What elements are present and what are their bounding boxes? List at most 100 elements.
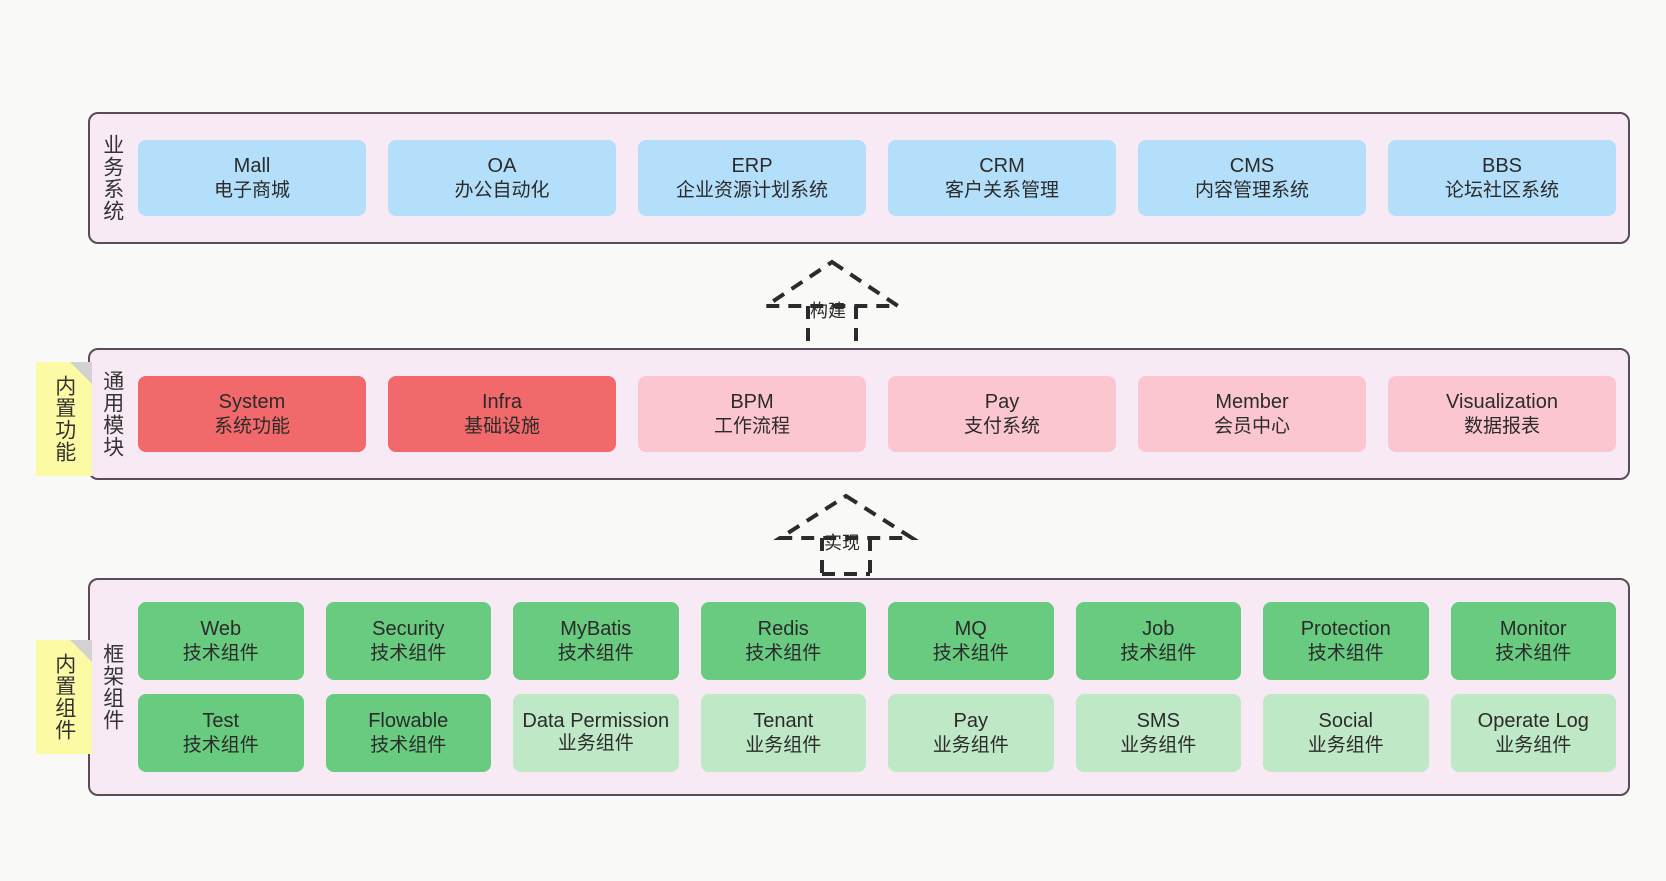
node-subtitle: 论坛社区系统 <box>1444 179 1559 201</box>
node-subtitle: 业务组件 <box>1495 734 1572 756</box>
node-title: Infra <box>481 391 523 414</box>
node-title: Web <box>200 618 242 641</box>
node-title: MQ <box>954 618 987 641</box>
row-common-module-0: System 系统功能 Infra 基础设施 BPM 工作流程 Pay 支付系统… <box>138 376 1616 452</box>
node-title: Test <box>202 710 240 733</box>
node-subtitle: 技术组件 <box>745 642 822 664</box>
node-job[interactable]: Job 技术组件 <box>1075 602 1241 680</box>
layer-title-common-module: 通用模块 <box>100 370 124 458</box>
note-builtin-component[interactable]: 内置组件 <box>36 640 92 754</box>
connector-implement-label: 实现 <box>824 533 860 553</box>
node-tenant[interactable]: Tenant 业务组件 <box>700 694 866 772</box>
node-social[interactable]: Social 业务组件 <box>1263 694 1429 772</box>
node-title: Monitor <box>1499 618 1567 641</box>
note-label: 内置组件 <box>52 653 76 741</box>
node-test[interactable]: Test 技术组件 <box>138 694 304 772</box>
node-subtitle: 支付系统 <box>963 415 1040 437</box>
layer-title-business-system: 业务系统 <box>100 134 124 222</box>
node-mall[interactable]: Mall 电子商城 <box>138 140 366 216</box>
node-subtitle: 内容管理系统 <box>1194 179 1309 201</box>
node-subtitle: 业务组件 <box>932 734 1009 756</box>
node-subtitle: 业务组件 <box>1307 734 1384 756</box>
node-infra[interactable]: Infra 基础设施 <box>388 376 616 452</box>
node-subtitle: 技术组件 <box>932 642 1009 664</box>
node-subtitle: 系统功能 <box>213 415 290 437</box>
node-title: BBS <box>1481 155 1523 178</box>
node-title: System <box>218 391 286 414</box>
node-subtitle: 客户关系管理 <box>944 179 1059 201</box>
node-subtitle: 企业资源计划系统 <box>675 179 828 201</box>
node-title: Member <box>1215 391 1289 414</box>
node-subtitle: 办公自动化 <box>454 179 550 201</box>
note-builtin-function[interactable]: 内置功能 <box>36 362 92 476</box>
layer-body-business-system: Mall 电子商城 OA 办公自动化 ERP 企业资源计划系统 CRM 客户关系… <box>134 114 1628 242</box>
node-title: Pay <box>984 391 1020 414</box>
node-pay-module[interactable]: Pay 支付系统 <box>888 376 1116 452</box>
node-flowable[interactable]: Flowable 技术组件 <box>325 694 491 772</box>
node-title: Visualization <box>1446 391 1558 414</box>
arrow-stem <box>820 538 872 576</box>
layer-title-framework-component: 框架组件 <box>100 643 124 731</box>
node-title: Tenant <box>753 710 814 733</box>
node-monitor[interactable]: Monitor 技术组件 <box>1450 602 1616 680</box>
node-bpm[interactable]: BPM 工作流程 <box>638 376 866 452</box>
layer-body-common-module: System 系统功能 Infra 基础设施 BPM 工作流程 Pay 支付系统… <box>134 350 1628 478</box>
page-fold-icon <box>70 640 92 662</box>
connector-build: 构建 <box>752 258 912 352</box>
node-security[interactable]: Security 技术组件 <box>325 602 491 680</box>
row-framework-business: Test 技术组件 Flowable 技术组件 Data Permission … <box>138 694 1616 772</box>
node-subtitle: 技术组件 <box>1307 642 1384 664</box>
node-title: CMS <box>1229 155 1275 178</box>
node-sms[interactable]: SMS 业务组件 <box>1075 694 1241 772</box>
node-data-permission[interactable]: Data Permission 业务组件 <box>513 694 679 772</box>
note-label: 内置功能 <box>52 375 76 463</box>
node-subtitle: 技术组件 <box>1120 642 1197 664</box>
layer-body-framework-component: Web 技术组件 Security 技术组件 MyBatis 技术组件 Redi… <box>134 580 1628 794</box>
node-operate-log[interactable]: Operate Log 业务组件 <box>1450 694 1616 772</box>
node-title: OA <box>487 155 517 178</box>
node-bbs[interactable]: BBS 论坛社区系统 <box>1388 140 1616 216</box>
connector-implement: 实现 <box>766 492 926 576</box>
node-subtitle: 技术组件 <box>182 734 259 756</box>
node-subtitle: 基础设施 <box>463 415 540 437</box>
node-title: MyBatis <box>560 618 632 641</box>
arrowhead-triangle-icon <box>759 259 905 308</box>
node-member[interactable]: Member 会员中心 <box>1138 376 1366 452</box>
node-subtitle: 业务组件 <box>557 733 634 755</box>
node-cms[interactable]: CMS 内容管理系统 <box>1138 140 1366 216</box>
node-subtitle: 电子商城 <box>213 179 290 201</box>
node-subtitle: 工作流程 <box>713 415 790 437</box>
node-title: SMS <box>1136 710 1180 733</box>
node-title: Social <box>1318 710 1373 733</box>
node-title: CRM <box>979 155 1025 178</box>
node-title: Flowable <box>368 710 449 733</box>
node-subtitle: 技术组件 <box>370 642 447 664</box>
node-subtitle: 数据报表 <box>1463 415 1540 437</box>
node-oa[interactable]: OA 办公自动化 <box>388 140 616 216</box>
node-subtitle: 技术组件 <box>1495 642 1572 664</box>
layer-framework-component: 框架组件 Web 技术组件 Security 技术组件 MyBatis 技术组件… <box>88 578 1630 796</box>
node-mybatis[interactable]: MyBatis 技术组件 <box>513 602 679 680</box>
node-crm[interactable]: CRM 客户关系管理 <box>888 140 1116 216</box>
node-title: Operate Log <box>1477 710 1589 733</box>
node-web[interactable]: Web 技术组件 <box>138 602 304 680</box>
node-subtitle: 业务组件 <box>1120 734 1197 756</box>
node-protection[interactable]: Protection 技术组件 <box>1263 602 1429 680</box>
layer-common-module: 通用模块 System 系统功能 Infra 基础设施 BPM 工作流程 Pay… <box>88 348 1630 480</box>
layer-business-system: 业务系统 Mall 电子商城 OA 办公自动化 ERP 企业资源计划系统 CRM… <box>88 112 1630 244</box>
node-title: Data Permission <box>522 710 670 733</box>
node-title: Redis <box>757 618 809 641</box>
node-subtitle: 技术组件 <box>370 734 447 756</box>
node-title: Mall <box>233 155 271 178</box>
node-title: Protection <box>1300 618 1391 641</box>
node-visualization[interactable]: Visualization 数据报表 <box>1388 376 1616 452</box>
node-redis[interactable]: Redis 技术组件 <box>700 602 866 680</box>
node-pay-component[interactable]: Pay 业务组件 <box>888 694 1054 772</box>
node-system[interactable]: System 系统功能 <box>138 376 366 452</box>
connector-build-label: 构建 <box>810 301 846 321</box>
node-subtitle: 技术组件 <box>182 642 259 664</box>
node-mq[interactable]: MQ 技术组件 <box>888 602 1054 680</box>
node-erp[interactable]: ERP 企业资源计划系统 <box>638 140 866 216</box>
node-title: ERP <box>731 155 773 178</box>
